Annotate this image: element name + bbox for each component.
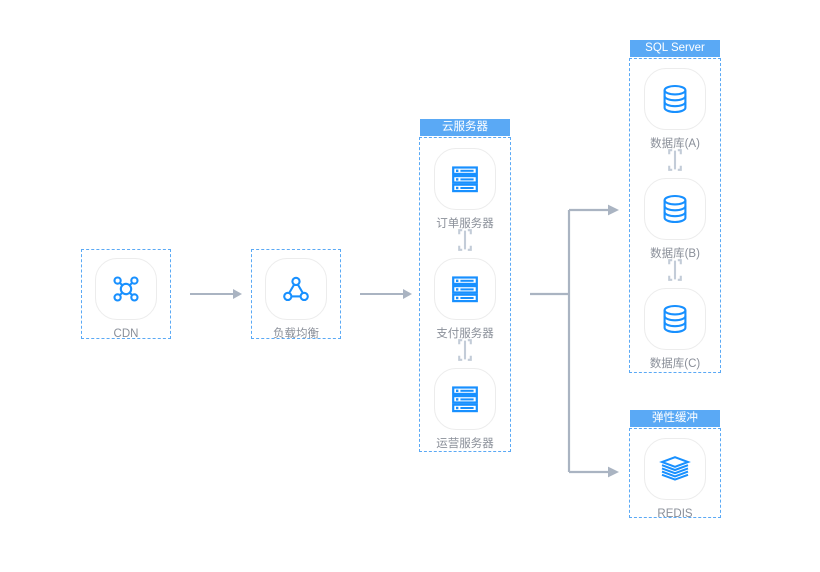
group-elastic-cache-title: 弹性缓冲 bbox=[652, 412, 698, 424]
server-rack-icon bbox=[452, 166, 478, 193]
arrow-load-balancer-to-cloud-server bbox=[360, 289, 412, 299]
node-payment-server[interactable]: 支付服务器 bbox=[429, 258, 501, 341]
node-database-c[interactable]: 数据库(C) bbox=[639, 288, 711, 371]
database-a-tile bbox=[644, 68, 706, 130]
arrow-cdn-to-load-balancer bbox=[190, 289, 242, 299]
server-rack-icon bbox=[452, 276, 478, 303]
node-cdn-label: CDN bbox=[113, 328, 139, 340]
group-cloud-server-title: 云服务器 bbox=[442, 121, 488, 133]
node-load-balancer[interactable]: 负载均衡 bbox=[260, 258, 332, 341]
node-database-c-label: 数据库(C) bbox=[649, 358, 701, 370]
node-database-b[interactable]: 数据库(B) bbox=[639, 178, 711, 261]
group-sql-server-header: SQL Server bbox=[630, 40, 720, 57]
link-order-to-payment bbox=[458, 229, 472, 251]
database-cylinder-icon bbox=[663, 194, 687, 224]
order-server-tile bbox=[434, 148, 496, 210]
group-sql-server-title: SQL Server bbox=[645, 42, 705, 54]
database-c-tile bbox=[644, 288, 706, 350]
group-load-balancer bbox=[251, 249, 341, 339]
node-order-server[interactable]: 订单服务器 bbox=[429, 148, 501, 231]
link-database-a-to-b bbox=[668, 149, 682, 171]
node-database-b-label: 数据库(B) bbox=[650, 248, 700, 260]
node-cdn[interactable]: CDN bbox=[90, 258, 162, 341]
node-operations-server-label: 运营服务器 bbox=[436, 438, 494, 450]
redis-stack-icon bbox=[659, 456, 691, 481]
database-cylinder-icon bbox=[663, 84, 687, 114]
operations-server-tile bbox=[434, 368, 496, 430]
node-database-a[interactable]: 数据库(A) bbox=[639, 68, 711, 151]
load-balancer-icon bbox=[283, 276, 309, 302]
link-database-b-to-c bbox=[668, 259, 682, 281]
node-redis[interactable]: REDIS bbox=[639, 438, 711, 521]
database-b-tile bbox=[644, 178, 706, 240]
group-cloud-server bbox=[419, 137, 511, 452]
group-cloud-server-header: 云服务器 bbox=[420, 119, 510, 136]
group-sql-server bbox=[629, 58, 721, 373]
redis-tile bbox=[644, 438, 706, 500]
link-payment-to-operations bbox=[458, 339, 472, 361]
node-load-balancer-label: 负载均衡 bbox=[273, 328, 319, 340]
group-cdn bbox=[81, 249, 171, 339]
node-redis-label: REDIS bbox=[657, 508, 693, 520]
branch-cloud-server-to-storage bbox=[528, 203, 622, 483]
group-elastic-cache bbox=[629, 428, 721, 518]
node-order-server-label: 订单服务器 bbox=[436, 218, 494, 230]
server-rack-icon bbox=[452, 386, 478, 413]
load-balancer-tile bbox=[265, 258, 327, 320]
node-database-a-label: 数据库(A) bbox=[650, 138, 700, 150]
database-cylinder-icon bbox=[663, 304, 687, 334]
cdn-tile bbox=[95, 258, 157, 320]
cdn-network-icon bbox=[113, 276, 139, 302]
group-elastic-cache-header: 弹性缓冲 bbox=[630, 410, 720, 427]
node-operations-server[interactable]: 运营服务器 bbox=[429, 368, 501, 451]
node-payment-server-label: 支付服务器 bbox=[436, 328, 494, 340]
payment-server-tile bbox=[434, 258, 496, 320]
